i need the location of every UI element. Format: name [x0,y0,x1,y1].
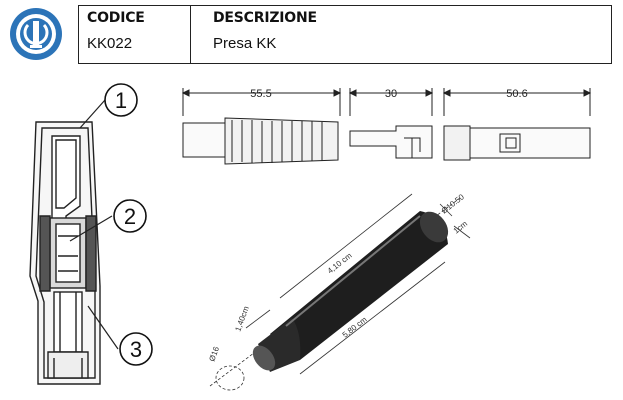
code-value: KK022 [87,35,133,52]
dim-dia-16: Ø16 [207,345,221,363]
dim-50-6: 50.6 [506,88,527,100]
callout-1: 1 [104,83,138,117]
dim-30: 30 [385,88,397,100]
svg-text:1: 1 [115,88,127,113]
dim-55-5: 55.5 [250,88,271,100]
perspective-view [209,193,471,391]
dim-dia-10-50: Ø10.50 [440,192,467,216]
technical-drawing: 1 2 3 55.5 30 50.6 [29,83,592,391]
description-heading: DESCRIZIONE [213,10,317,26]
cross-section-view [29,121,101,385]
description-value: Presa KK [213,35,277,52]
svg-text:2: 2 [124,204,136,229]
dim-1cm: 1cm [452,219,470,236]
callout-3: 3 [119,332,153,366]
dim-1-40cm: 1,40cm [233,305,251,333]
callout-2: 2 [113,199,147,233]
code-heading: CODICE [87,10,145,26]
header-table: CODICE DESCRIZIONE KK022 Presa KK [78,5,612,64]
svg-text:3: 3 [130,337,142,362]
company-logo [10,8,62,60]
